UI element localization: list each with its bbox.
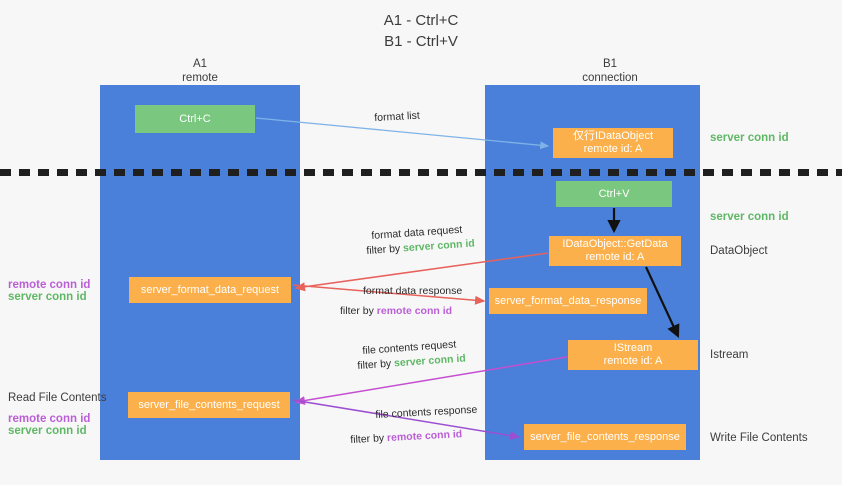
edge-label-file-contents-response: file contents response: [375, 403, 478, 421]
node-idataobject-getdata[interactable]: IDataObject::GetData remote id: A: [549, 236, 681, 266]
node-server-format-data-request[interactable]: server_format_data_request: [129, 277, 291, 303]
label-read-file-contents: Read File Contents: [8, 392, 107, 404]
filter-prefix: filter by: [350, 432, 388, 446]
node-istream[interactable]: IStream remote id: A: [568, 340, 698, 370]
label-remote-conn-id-1: remote conn id: [8, 279, 91, 291]
column-header-a1: A1 remote: [182, 58, 218, 84]
label-server-conn-id-1: server conn id: [8, 291, 87, 303]
label-remote-conn-id-2: remote conn id: [8, 413, 91, 425]
edge-label-format-data-response-filter: filter by remote conn id: [340, 305, 452, 317]
filter-prefix: filter by: [340, 305, 377, 317]
filter-prefix: filter by: [357, 357, 395, 372]
filter-value-server-conn-id: server conn id: [393, 352, 467, 370]
node-ctrl-v[interactable]: Ctrl+V: [556, 181, 672, 207]
filter-prefix: filter by: [366, 242, 404, 257]
label-dataobject: DataObject: [710, 245, 768, 257]
node-idataobject[interactable]: 仅行IDataObject remote id: A: [553, 128, 673, 158]
label-write-file-contents: Write File Contents: [710, 432, 808, 444]
label-istream: Istream: [710, 349, 749, 361]
label-server-conn-id-mid: server conn id: [710, 211, 789, 223]
label-server-conn-id-2: server conn id: [8, 425, 87, 437]
filter-value-remote-conn-id: remote conn id: [386, 428, 463, 445]
node-server-file-contents-request[interactable]: server_file_contents_request: [128, 392, 290, 418]
filter-value-remote-conn-id: remote conn id: [376, 305, 453, 317]
edge-label-file-contents-response-filter: filter by remote conn id: [350, 428, 463, 446]
node-server-format-data-response[interactable]: server_format_data_response: [489, 288, 647, 314]
filter-value-server-conn-id: server conn id: [402, 237, 476, 255]
page-title: A1 - Ctrl+C B1 - Ctrl+V: [383, 12, 459, 50]
edge-label-format-data-response: format data response: [363, 285, 463, 297]
phase-separator: [0, 169, 842, 176]
node-ctrl-c[interactable]: Ctrl+C: [135, 105, 255, 133]
edge-label-format-list: format list: [374, 109, 421, 124]
label-server-conn-id-top: server conn id: [710, 132, 789, 144]
column-header-b1: B1 connection: [582, 58, 638, 84]
node-server-file-contents-response[interactable]: server_file_contents_response: [524, 424, 686, 450]
